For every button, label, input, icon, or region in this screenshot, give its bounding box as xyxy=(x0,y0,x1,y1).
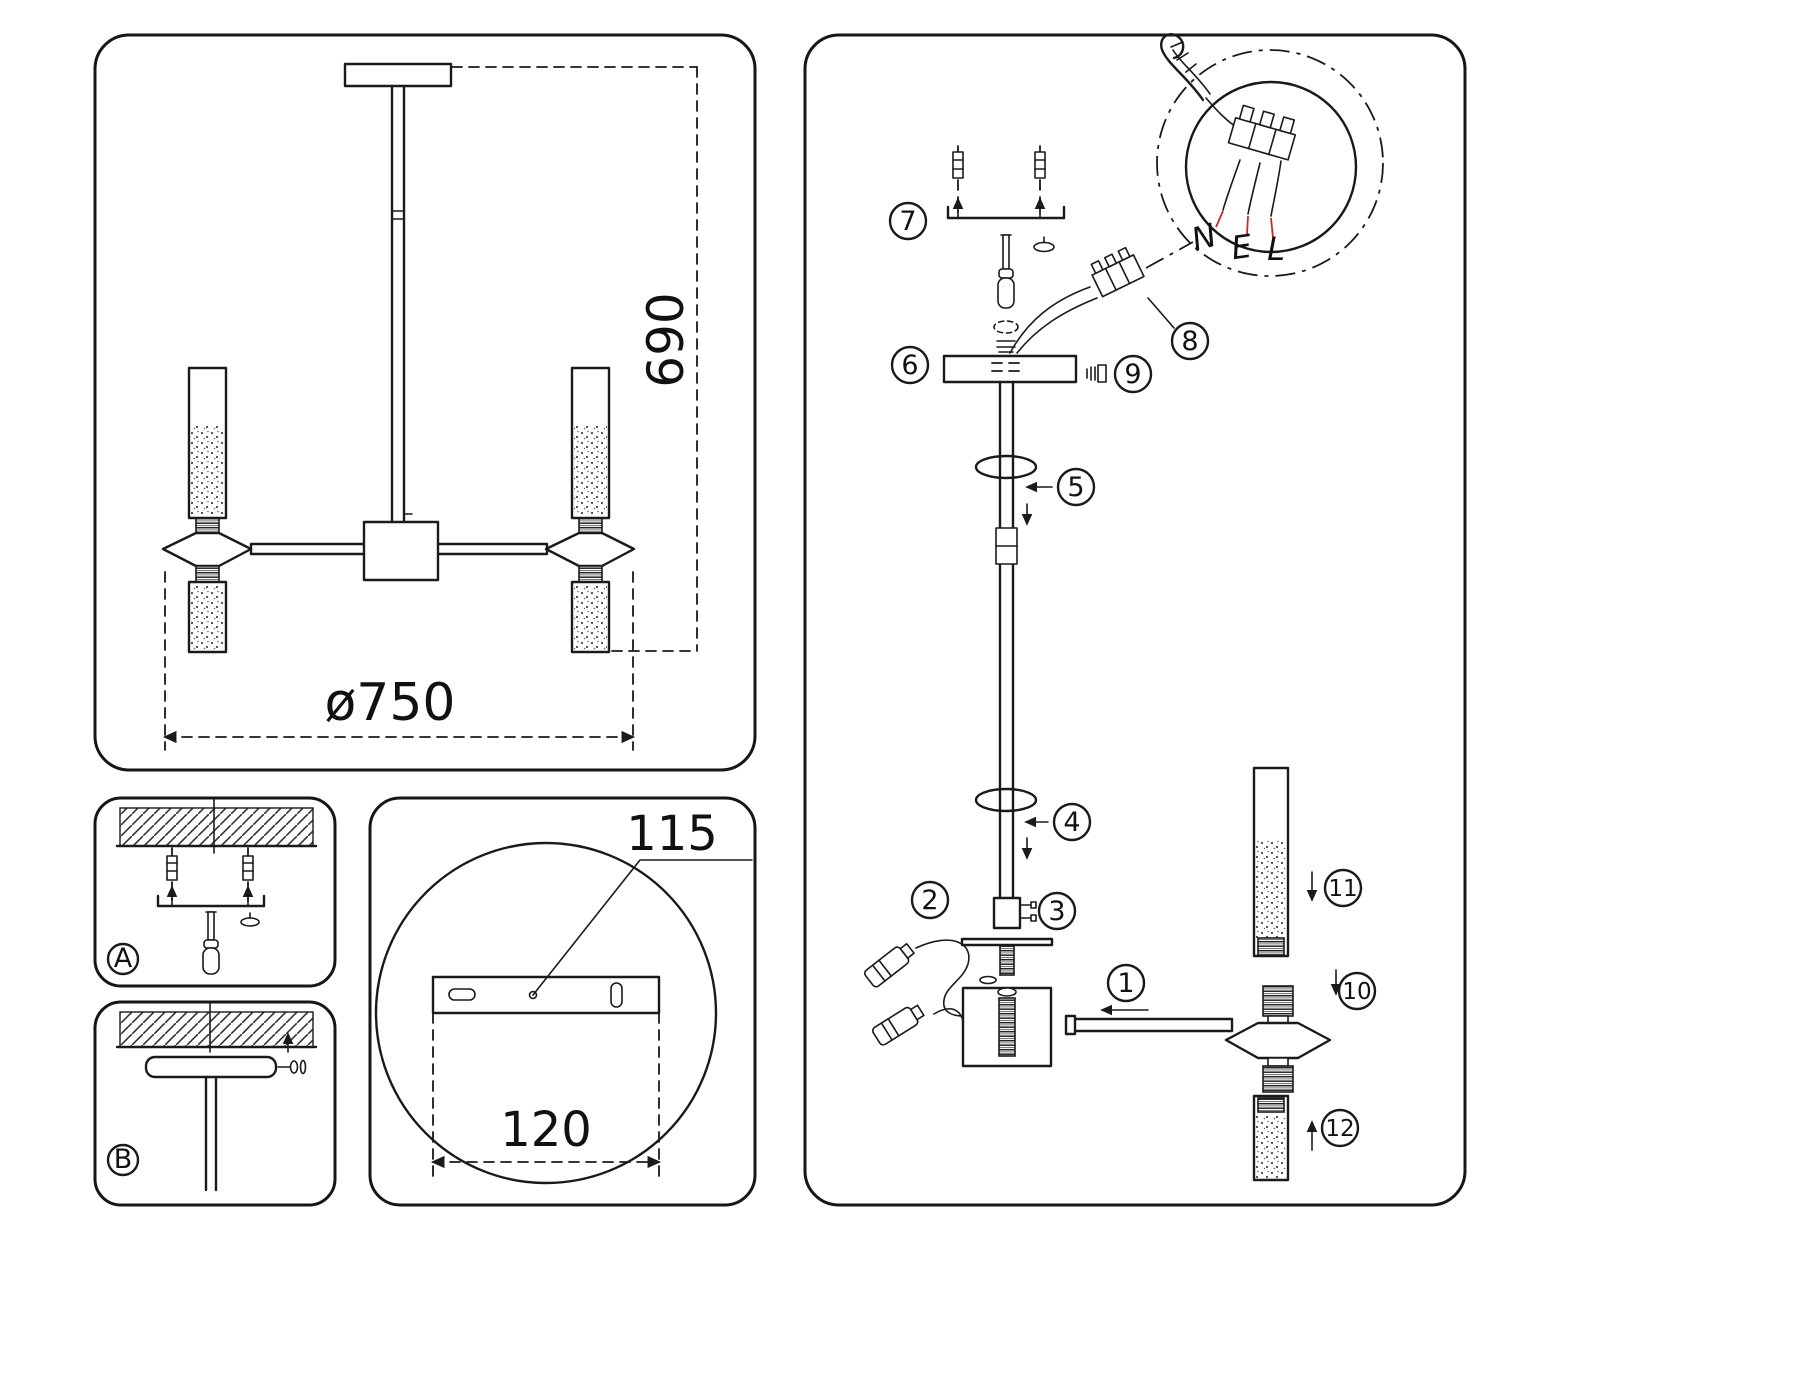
diameter-value: ø750 xyxy=(324,673,455,733)
svg-text:12: 12 xyxy=(1325,1116,1354,1142)
svg-text:8: 8 xyxy=(1181,326,1198,357)
mounting-bracket xyxy=(156,894,266,908)
step-11-label: 11 xyxy=(1323,868,1363,908)
wing-nut-icon xyxy=(240,912,260,927)
chandelier-overview: 690 ø750 xyxy=(161,62,698,751)
step-a-label: A xyxy=(106,942,140,976)
arm-exploded xyxy=(1064,1014,1234,1036)
step-5-label: 5 xyxy=(1056,467,1096,507)
step-8-label: 8 xyxy=(1170,321,1210,361)
svg-text:10: 10 xyxy=(1342,979,1371,1005)
step-b-label: B xyxy=(106,1143,140,1177)
ceiling-section xyxy=(115,798,318,854)
step-4-label: 4 xyxy=(1052,802,1092,842)
supply-wires xyxy=(1009,286,1098,354)
anchor-right xyxy=(242,847,254,901)
screw-icon xyxy=(277,1032,307,1075)
svg-text:5: 5 xyxy=(1067,472,1084,503)
panel-assembly xyxy=(803,33,1467,1207)
plate-dim-115: 115 xyxy=(626,806,718,862)
lamp-socket-1 xyxy=(864,942,915,988)
terminal-block xyxy=(1090,246,1145,298)
screwdriver-icon xyxy=(202,911,220,975)
wiring-detail: N E L xyxy=(1156,33,1384,277)
ceiling-canopy xyxy=(942,354,1078,384)
screwdriver-icon-assembly xyxy=(997,234,1015,309)
hanger-bar xyxy=(960,937,1054,976)
dimension-height: 690 xyxy=(451,66,698,652)
step-10-label: 10 xyxy=(1337,971,1377,1011)
screw-step-9 xyxy=(1086,364,1107,383)
center-body xyxy=(362,520,440,582)
ceiling-section-b xyxy=(115,1003,318,1053)
assembly-exploded-view: 7 xyxy=(864,33,1384,1182)
wing-nut-icon-assembly xyxy=(1033,236,1055,253)
step-b-illustration: B xyxy=(106,1003,318,1192)
detail-leader xyxy=(1145,241,1194,269)
terminal-wires xyxy=(1222,159,1282,217)
dimension-diameter: ø750 xyxy=(162,571,636,751)
wire-markers xyxy=(1215,210,1274,239)
svg-text:9: 9 xyxy=(1124,359,1141,390)
cable-hook-icon xyxy=(1160,33,1211,102)
rod-coupler xyxy=(992,896,1037,930)
ceiling-mount xyxy=(343,62,453,526)
svg-text:11: 11 xyxy=(1328,876,1357,902)
assembly-bracket xyxy=(946,145,1066,220)
step-3-label: 3 xyxy=(1037,891,1077,931)
leader-step-8 xyxy=(1147,297,1175,329)
lamp-socket-2 xyxy=(871,1004,925,1046)
terminal-block-detail xyxy=(1227,104,1297,161)
step-1-label: 1 xyxy=(1106,963,1146,1003)
center-body-exploded xyxy=(961,986,1053,1068)
shade-holder xyxy=(1224,985,1332,1093)
plate-dim-120: 120 xyxy=(500,1102,592,1158)
lamp-right xyxy=(544,366,636,654)
step-2-label: 2 xyxy=(910,880,950,920)
svg-text:2: 2 xyxy=(921,885,938,916)
canopy-with-rod xyxy=(144,1055,278,1192)
step-7-label: 7 xyxy=(888,201,928,241)
glass-shade-lower xyxy=(1252,1094,1290,1182)
step-6-label: 6 xyxy=(890,345,930,385)
lamp-left xyxy=(161,366,253,654)
label-a: A xyxy=(114,943,133,974)
decor-ring-lower xyxy=(974,787,1038,813)
step-a-illustration: A xyxy=(106,798,318,976)
height-value: 690 xyxy=(637,292,695,387)
lock-ring xyxy=(993,320,1019,353)
decor-ring-upper xyxy=(974,454,1038,480)
wire-label-live: L xyxy=(1267,230,1285,268)
step-12-label: 12 xyxy=(1320,1108,1360,1148)
step-9-label: 9 xyxy=(1113,354,1153,394)
label-b: B xyxy=(114,1144,133,1175)
svg-text:4: 4 xyxy=(1063,807,1080,838)
svg-text:3: 3 xyxy=(1048,896,1065,927)
svg-text:1: 1 xyxy=(1117,968,1134,999)
mounting-plate-detail: 115 120 xyxy=(374,806,753,1185)
svg-text:6: 6 xyxy=(901,350,918,381)
glass-shade-upper xyxy=(1252,766,1290,958)
anchor-left xyxy=(166,847,178,901)
svg-text:7: 7 xyxy=(899,206,916,237)
